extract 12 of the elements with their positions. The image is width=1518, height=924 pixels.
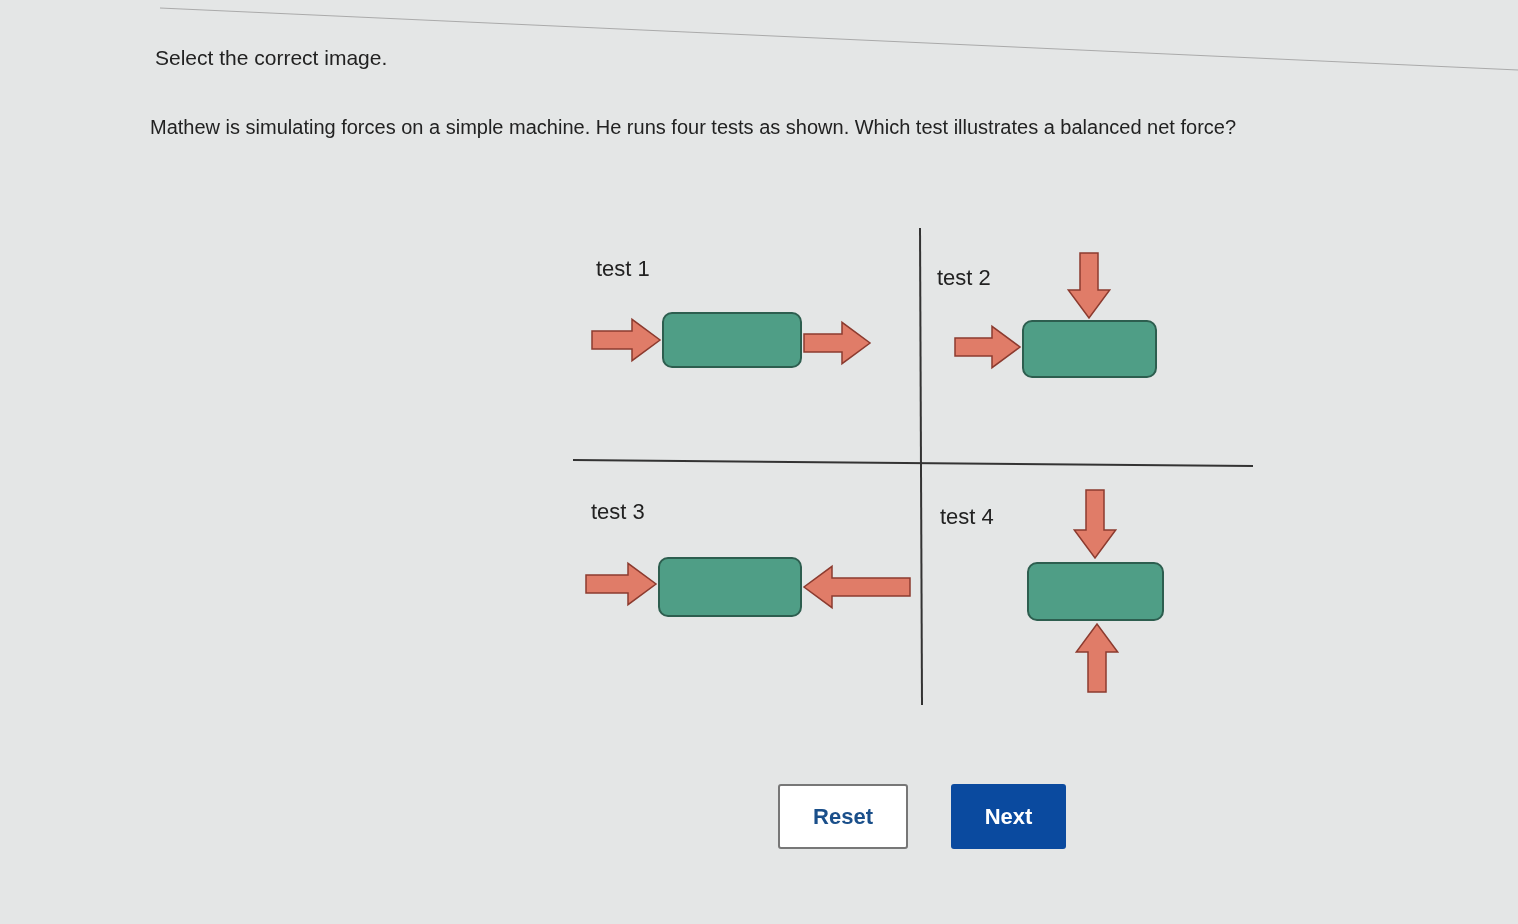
block-box [1027,562,1164,621]
reset-button: Reset [778,784,908,849]
panel-label: test 1 [596,256,650,282]
next-button: Next [951,784,1066,849]
block-box [662,312,802,368]
block-box [1022,320,1157,378]
block-box [658,557,802,617]
question-text: Mathew is simulating forces on a simple machine. He runs four tests as shown. Which test illustrates a balanced net force? [150,116,1237,139]
panel-label: test 3 [591,499,645,525]
instruction-text: Select the correct image. [155,46,388,70]
panel-label: test 4 [940,504,994,530]
panel-label: test 2 [937,265,991,291]
